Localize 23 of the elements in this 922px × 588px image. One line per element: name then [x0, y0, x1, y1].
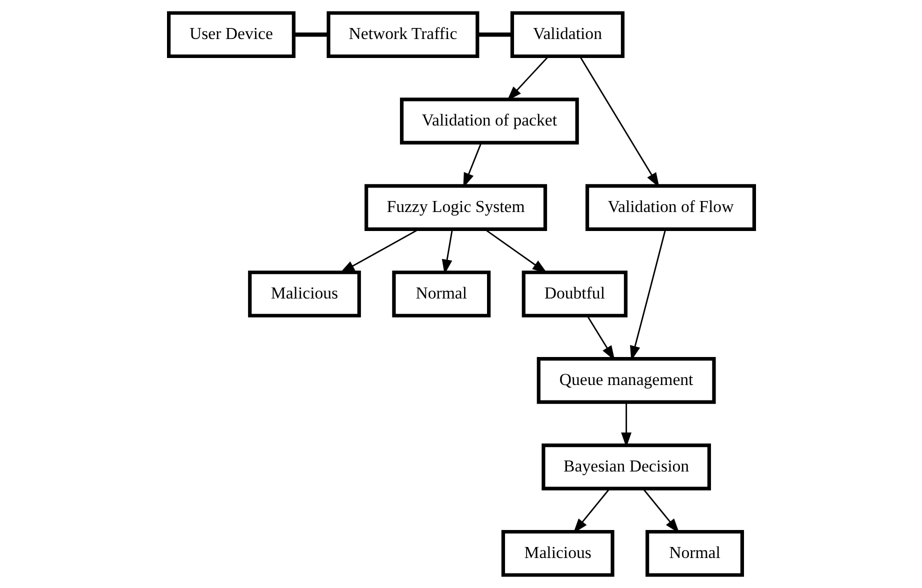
node-box: Malicious	[248, 270, 360, 318]
node-box: Normal	[392, 270, 490, 318]
node-box: Validation of Flow	[584, 184, 756, 231]
arrow	[339, 228, 419, 274]
node-box: Malicious	[500, 530, 614, 577]
arrow	[586, 316, 614, 361]
connector	[477, 32, 512, 37]
node-box: Doubtful	[521, 270, 627, 318]
node-box: Validation of packet	[399, 98, 578, 144]
node-box: Fuzzy Logic System	[364, 184, 547, 231]
node-box: Bayesian Decision	[541, 444, 710, 490]
arrow	[630, 229, 666, 361]
connector	[293, 32, 328, 37]
node-box: Network Traffic	[326, 11, 479, 58]
node-box: Queue management	[536, 357, 716, 404]
node-box: User Device	[166, 11, 295, 58]
arrow	[484, 228, 547, 274]
node-box: Normal	[645, 530, 744, 577]
arrow	[462, 142, 482, 188]
node-box: Validation	[510, 11, 624, 58]
arrow	[620, 402, 632, 448]
arrow	[441, 229, 452, 274]
arrow	[506, 56, 548, 101]
